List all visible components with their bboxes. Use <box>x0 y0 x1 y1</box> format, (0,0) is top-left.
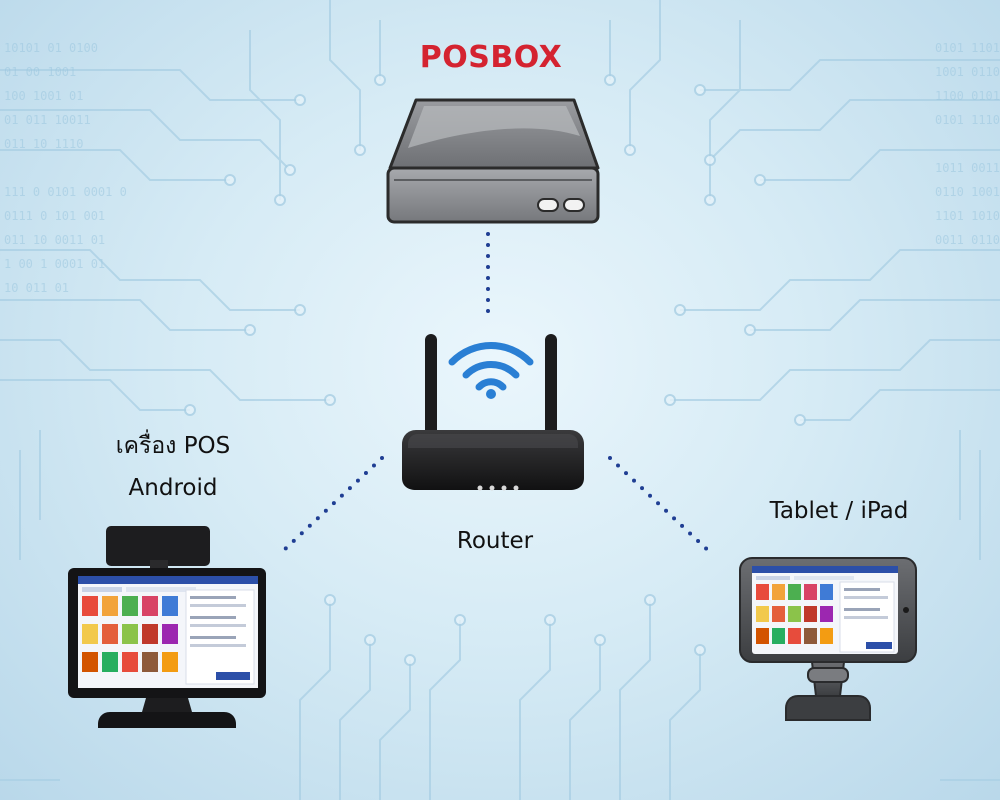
wifi-router-icon <box>402 334 584 491</box>
tablet-label: Tablet / iPad <box>769 498 909 524</box>
posbox-server-icon <box>386 98 600 224</box>
pos-terminal-label-line2: Android <box>128 475 218 501</box>
pos-terminal-icon <box>68 526 266 728</box>
connection-router-tablet <box>608 456 716 558</box>
posbox-label: POSBOX <box>419 40 563 75</box>
connection-router-pos <box>282 456 384 552</box>
tablet-stand-icon <box>739 557 917 721</box>
router-label: Router <box>456 528 534 554</box>
pos-terminal-label-line1: เครื่อง POS <box>115 433 231 459</box>
pos-terminal-label: เครื่อง POS Android <box>78 425 268 509</box>
wifi-signal-icon <box>448 342 534 399</box>
